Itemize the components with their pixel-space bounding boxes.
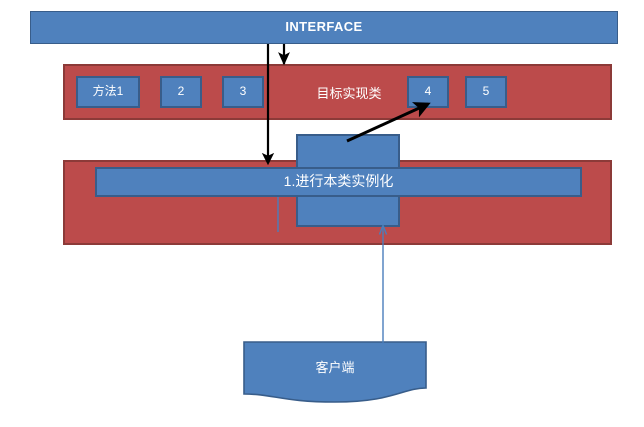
method-box-3[interactable]: 3: [222, 76, 264, 108]
interface-bar[interactable]: INTERFACE: [30, 11, 618, 44]
method-box-2[interactable]: 2: [160, 76, 202, 108]
method-box-4[interactable]: 4: [407, 76, 449, 108]
method-box-1[interactable]: 方法1: [76, 76, 140, 108]
implementation-class-label: 目标实现类: [316, 86, 382, 101]
method-box-5[interactable]: 5: [465, 76, 507, 108]
instantiation-bar[interactable]: 1.进行本类实例化: [95, 167, 582, 197]
client-shape[interactable]: [243, 341, 427, 403]
implementation-class-band[interactable]: [63, 64, 612, 120]
client-label: 客户端: [315, 360, 355, 375]
